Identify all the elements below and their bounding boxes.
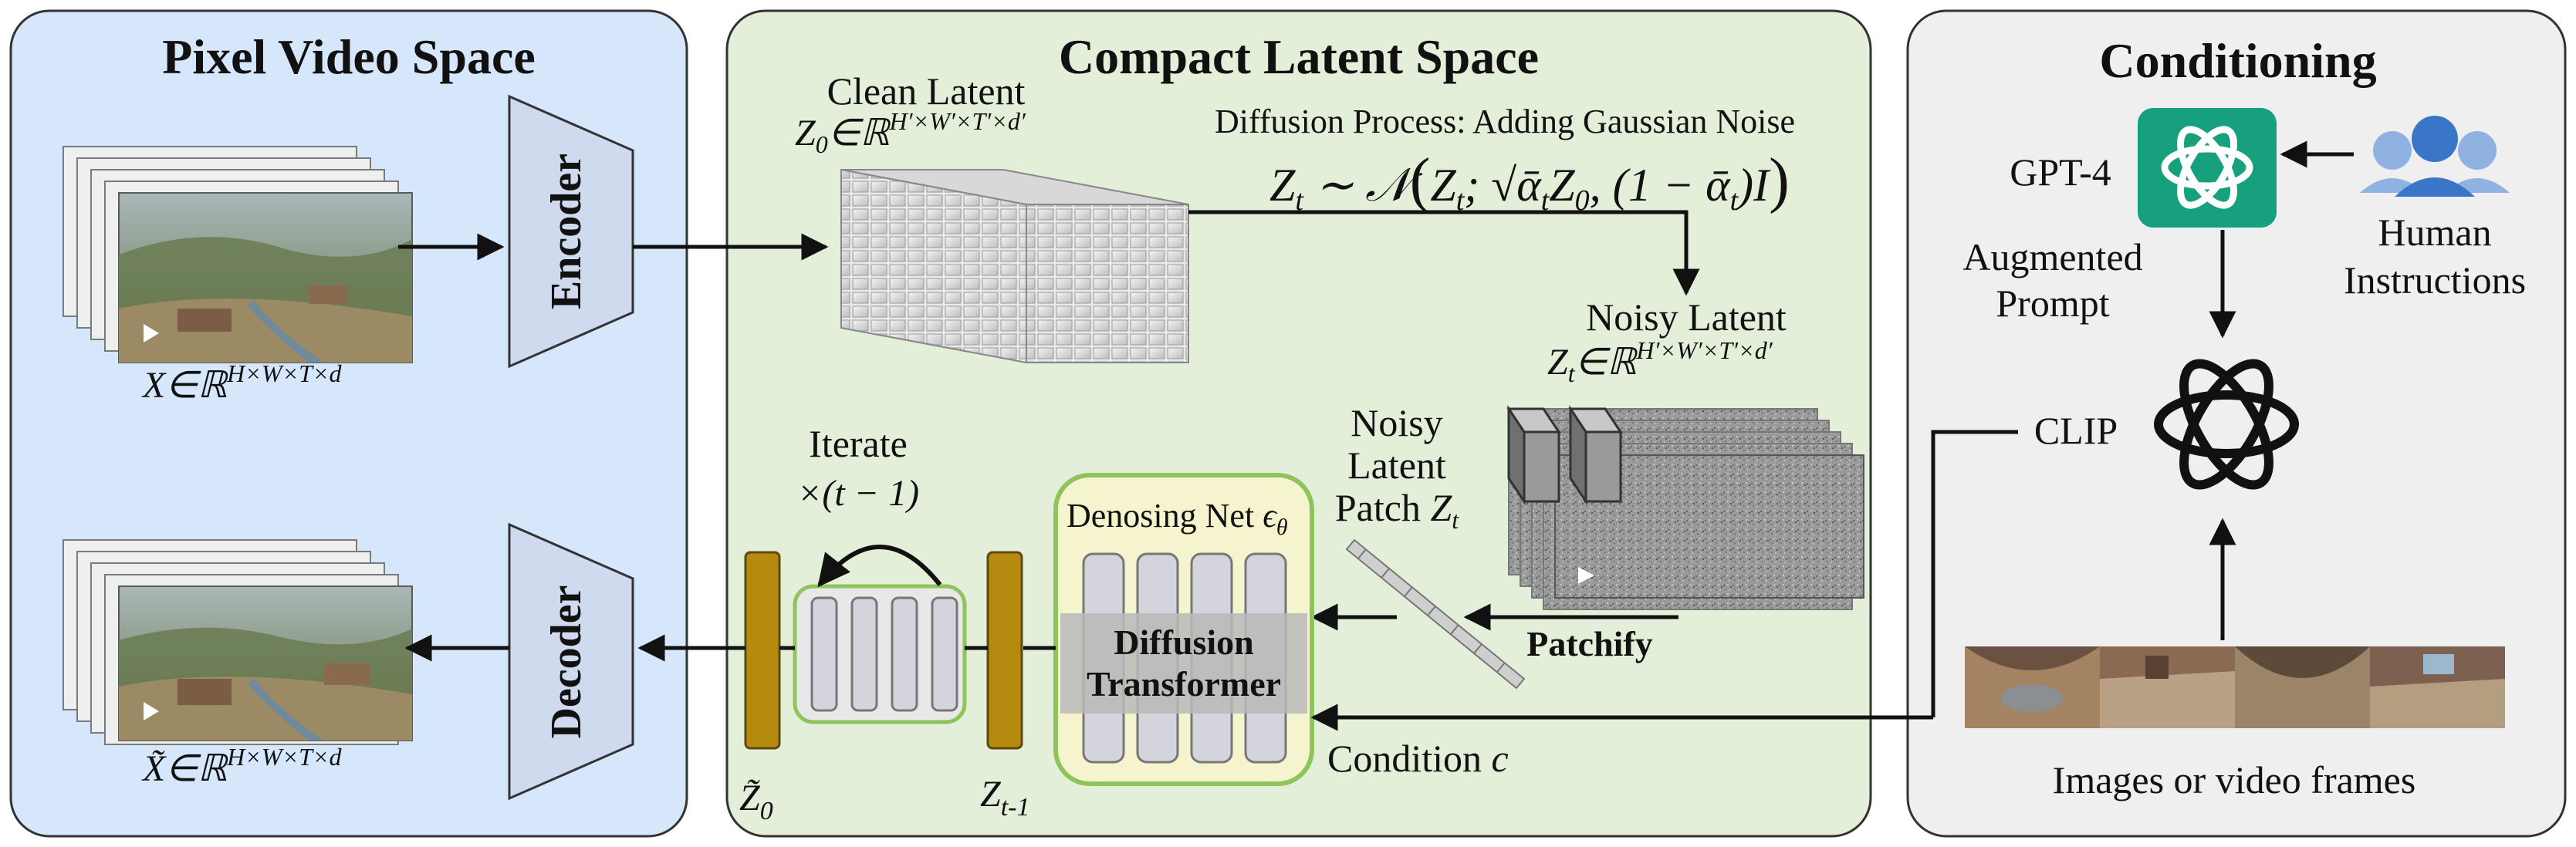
images-label: Images or video frames <box>2053 758 2416 801</box>
encoder-label: Encoder <box>543 154 590 309</box>
dit-label-1: Diffusion <box>1114 623 1253 662</box>
noisy-latent-stack <box>1506 405 1864 610</box>
iterate-count: ×(t − 1) <box>797 473 919 514</box>
condition-label: Condition c <box>1327 737 1509 780</box>
encoder-block <box>508 94 634 369</box>
patchify-label: Patchify <box>1526 624 1653 663</box>
augmented-label-1: Augmented <box>1962 235 2142 278</box>
arrow-clip-to-condition <box>1931 430 2018 717</box>
gpt4-logo <box>2138 108 2277 228</box>
input-video-stack <box>63 146 413 363</box>
openai-green-icon <box>2161 126 2253 209</box>
patch-sequence <box>1345 538 1526 690</box>
clean-latent-label: Clean Latent <box>827 69 1026 113</box>
clip-openai-icon <box>2154 359 2299 490</box>
conditioning-panel <box>1906 9 2567 838</box>
iterate-label: Iterate <box>809 422 908 465</box>
diffusion-process-label: Diffusion Process: Adding Gaussian Noise <box>1215 103 1795 140</box>
noisy-patch-label-2: Latent <box>1347 444 1446 487</box>
clip-label: CLIP <box>2034 409 2118 452</box>
augmented-label-2: Prompt <box>1996 282 2109 325</box>
human-label-1: Human <box>2378 211 2491 254</box>
denoising-net-label: Denosing Net ϵθ <box>1067 497 1288 540</box>
clean-latent-cube <box>840 168 1189 364</box>
human-group-icon <box>2360 116 2510 197</box>
human-label-2: Instructions <box>2344 258 2526 302</box>
noisy-latent-label: Noisy Latent <box>1586 295 1787 339</box>
dit-band <box>1060 613 1307 714</box>
noisy-patch-label-3: Patch Zt <box>1335 486 1459 534</box>
arrow-clean-to-noisy <box>1188 210 1700 296</box>
noisy-patch-label-1: Noisy <box>1351 401 1442 444</box>
image-frames-strip <box>1965 646 2505 728</box>
z-t-minus-1-bar <box>986 551 1023 750</box>
gpt4-label: GPT-4 <box>2010 150 2111 194</box>
conditioning-panel-title: Conditioning <box>2099 33 2376 88</box>
output-video-stack <box>63 539 413 745</box>
iterate-loop-arrow <box>817 545 942 588</box>
pixel-panel-title: Pixel Video Space <box>162 29 536 84</box>
z-t-minus-1-label: Zt-1 <box>980 774 1029 822</box>
decoder-block <box>508 522 634 801</box>
latent-panel-title: Compact Latent Space <box>1059 29 1539 84</box>
decoder-label: Decoder <box>543 585 590 738</box>
z0-tilde-bar <box>744 551 781 750</box>
dit-label-2: Transformer <box>1087 664 1281 704</box>
